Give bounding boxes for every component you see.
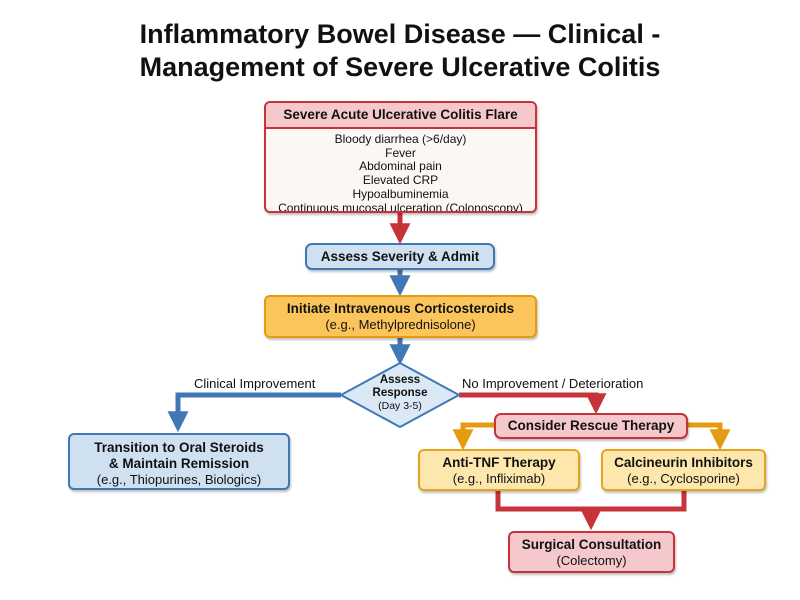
arrow-rescue-to-antitnf [452, 422, 494, 451]
oral-steroids-line-1: Transition to Oral Steroids [94, 440, 264, 455]
surgical-consultation-node: Surgical Consultation (Colectomy) [508, 531, 675, 573]
severe-flare-title: Severe Acute Ulcerative Colitis Flare [266, 103, 535, 129]
symptom-item: Continuous mucosal ulceration (Colonosco… [278, 200, 523, 213]
calcineurin-title: Calcineurin Inhibitors [614, 455, 753, 470]
anti-tnf-title: Anti-TNF Therapy [442, 455, 556, 470]
assess-response-line-3: (Day 3-5) [378, 400, 422, 412]
title-line-2: Management of Severe Ulcerative Colitis [139, 52, 661, 82]
oral-steroids-line-2: & Maintain Remission [108, 456, 250, 471]
rescue-therapy-title: Consider Rescue Therapy [507, 418, 675, 433]
edge-label-improvement: Clinical Improvement [194, 376, 316, 391]
arrow-rescue-to-calcineurin [686, 422, 731, 451]
symptom-item: Elevated CRP [362, 173, 439, 188]
calcineurin-node: Calcineurin Inhibitors (e.g., Cyclospori… [601, 449, 766, 491]
page-title: Inflammatory Bowel Disease — Clinical - … [0, 18, 800, 84]
rescue-therapy-node: Consider Rescue Therapy [494, 413, 688, 439]
surgical-consultation-title: Surgical Consultation [521, 537, 662, 552]
surgical-consultation-sub: (Colectomy) [556, 553, 627, 568]
anti-tnf-node: Anti-TNF Therapy (e.g., Infliximab) [418, 449, 580, 491]
symptom-item: Fever [385, 145, 416, 160]
symptom-item: Bloody diarrhea (>6/day) [334, 132, 467, 146]
oral-steroids-node: Transition to Oral Steroids & Maintain R… [68, 433, 290, 490]
oral-steroids-sub: (e.g., Thiopurines, Biologics) [96, 472, 262, 487]
iv-steroids-title: Initiate Intravenous Corticosteroids [286, 301, 515, 316]
assess-response-label: Assess Response (Day 3-5) [345, 374, 455, 413]
anti-tnf-sub: (e.g., Infliximab) [452, 471, 546, 486]
arrow-therapies-to-surgery [495, 491, 687, 526]
severe-flare-node: Severe Acute Ulcerative Colitis Flare Bl… [264, 101, 537, 213]
assess-response-diamond [338, 361, 462, 429]
assess-admit-node: Assess Severity & Admit [305, 243, 495, 270]
symptom-item: Hypoalbuminemia [352, 186, 449, 201]
title-line-1: Inflammatory Bowel Disease — Clinical - [139, 19, 661, 49]
iv-steroids-node: Initiate Intravenous Corticosteroids (e.… [264, 295, 537, 338]
assess-admit-title: Assess Severity & Admit [320, 249, 480, 264]
arrow-response-to-rescue [459, 392, 607, 415]
assess-response-line-2: Response [372, 387, 428, 399]
severe-flare-symptoms: Bloody diarrhea (>6/day) Fever Abdominal… [266, 129, 535, 213]
arrow-response-to-oral [167, 392, 341, 433]
edge-label-no-improvement: No Improvement / Deterioration [462, 376, 644, 391]
calcineurin-sub: (e.g., Cyclosporine) [627, 471, 740, 486]
assess-response-line-1: Assess [379, 374, 421, 386]
iv-steroids-sub: (e.g., Methylprednisolone) [325, 317, 476, 332]
symptom-item: Abdominal pain [359, 159, 442, 174]
